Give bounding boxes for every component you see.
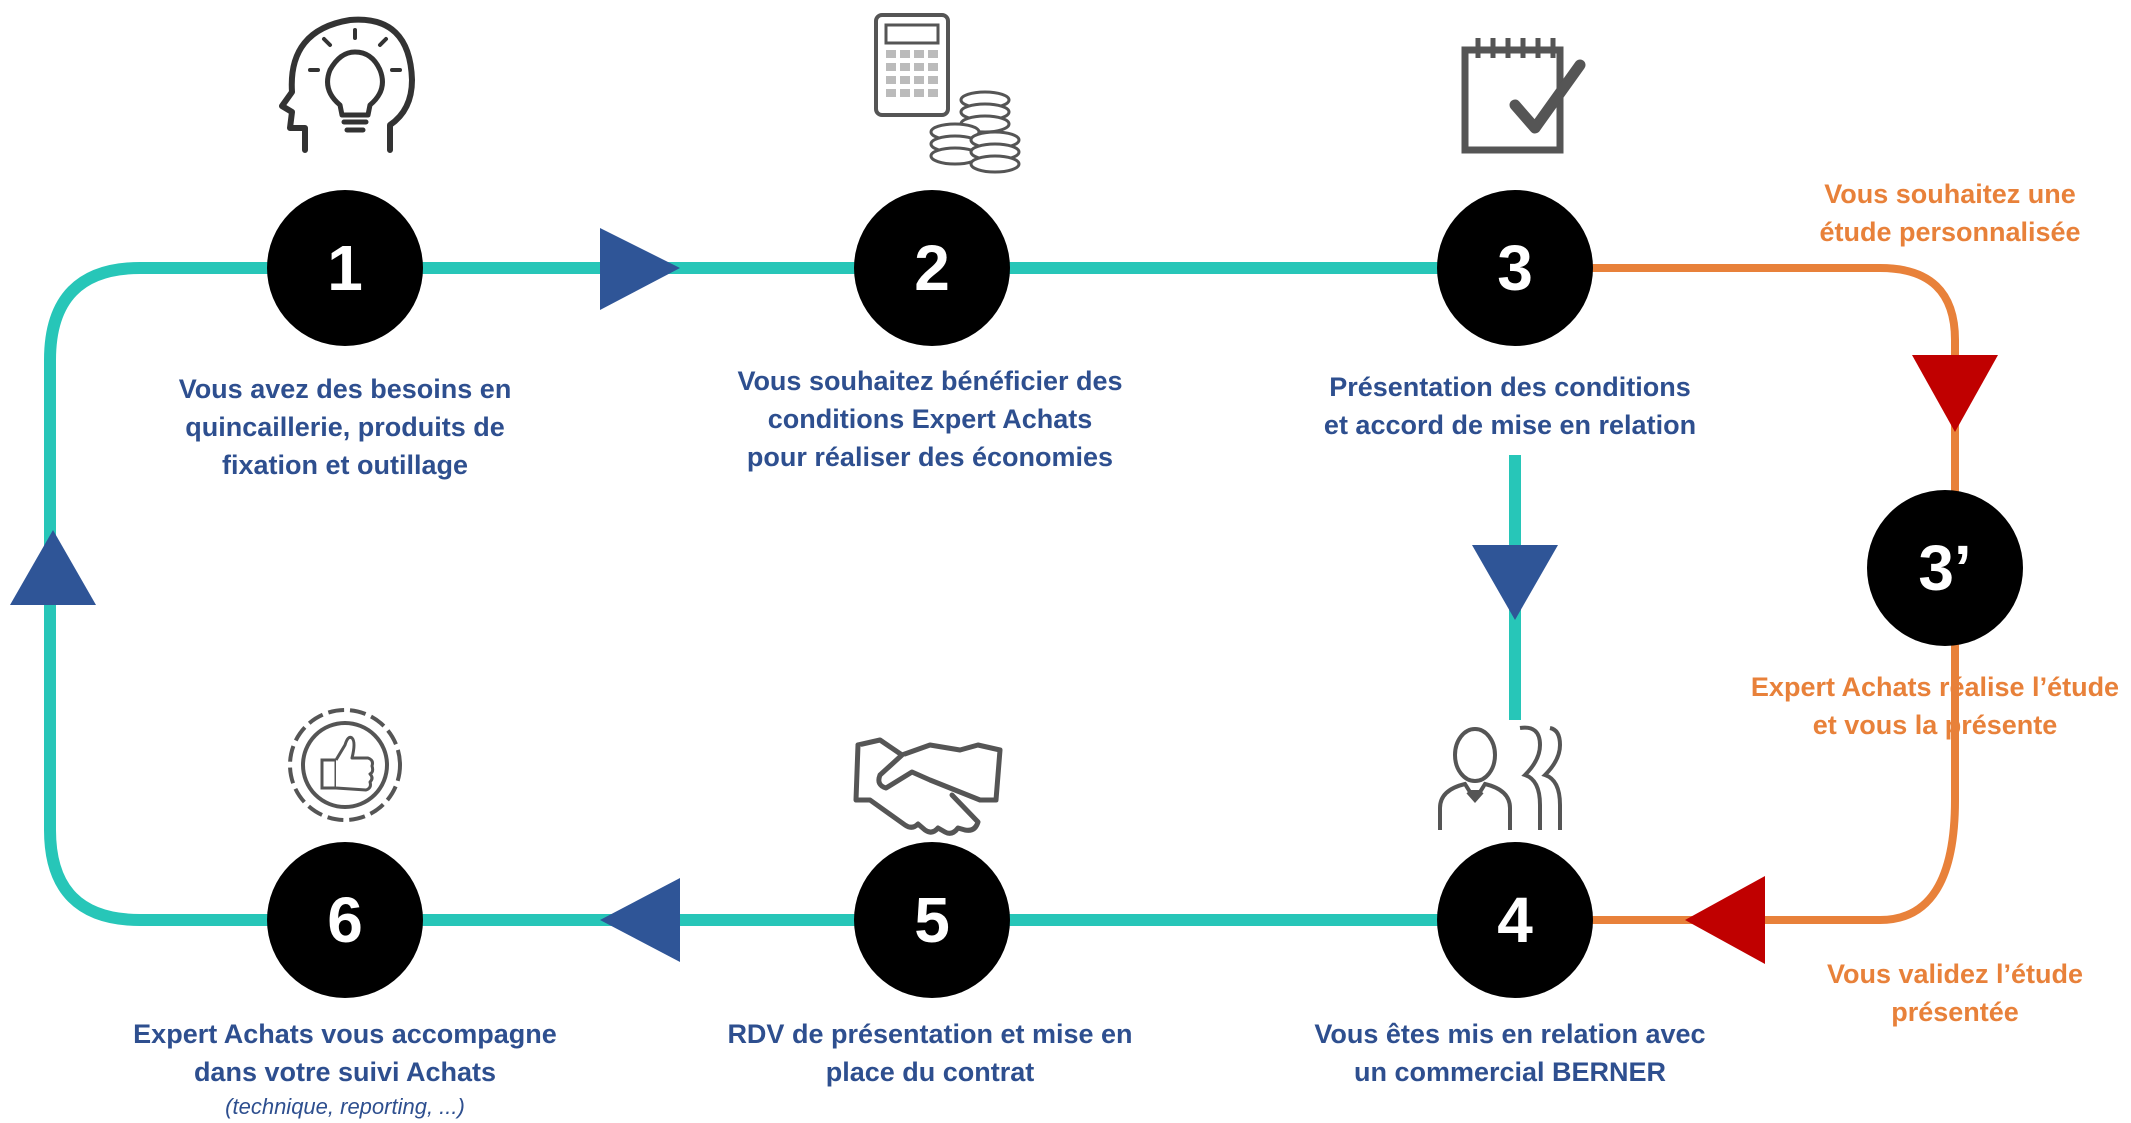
- step-2-number: 2: [914, 232, 950, 304]
- step-3-caption: Présentation des conditions et accord de…: [1290, 368, 1730, 444]
- step-3-circle: 3: [1437, 190, 1593, 346]
- step-4-circle: 4: [1437, 842, 1593, 998]
- caption-line: conditions Expert Achats: [767, 404, 1093, 434]
- checklist-notepad-icon: [1461, 38, 1586, 154]
- step-4-caption: Vous êtes mis en relation avec un commer…: [1280, 1015, 1740, 1091]
- calculator-coins-icon: [874, 13, 1021, 174]
- caption-line: Vous êtes mis en relation avec: [1314, 1019, 1706, 1049]
- arrow-down-red: [1912, 355, 1998, 432]
- caption-line: étude personnalisée: [1819, 217, 2081, 247]
- step-1-circle: 1: [267, 190, 423, 346]
- caption-line: RDV de présentation et mise en: [727, 1019, 1133, 1049]
- step-5-caption: RDV de présentation et mise en place du …: [700, 1015, 1160, 1091]
- step-6-caption: Expert Achats vous accompagne dans votre…: [110, 1015, 580, 1123]
- personalized-study-label: Vous souhaitez une étude personnalisée: [1780, 175, 2120, 251]
- step-2-caption: Vous souhaitez bénéficier des conditions…: [710, 362, 1150, 476]
- lightbulb-head-icon: [279, 16, 415, 153]
- gear-thumbs-up-icon: [288, 708, 402, 822]
- validate-study-label: Vous validez l’étude présentée: [1790, 955, 2120, 1031]
- caption-line: dans votre suivi Achats: [193, 1057, 497, 1087]
- arrow-down-blue: [1472, 545, 1558, 620]
- step-3prime-caption: Expert Achats réalise l’étude et vous la…: [1740, 668, 2130, 744]
- caption-line: place du contrat: [825, 1057, 1035, 1087]
- caption-line: présentée: [1891, 997, 2019, 1027]
- step-3prime-number: 3’: [1918, 532, 1971, 604]
- arrow-left-blue: [600, 878, 680, 962]
- team-people-icon: [1438, 725, 1563, 830]
- step-6-circle: 6: [267, 842, 423, 998]
- caption-line: Expert Achats vous accompagne: [133, 1019, 557, 1049]
- step-5-number: 5: [914, 884, 950, 956]
- caption-line: et accord de mise en relation: [1323, 410, 1697, 440]
- step-3-number: 3: [1497, 232, 1533, 304]
- step-1-caption: Vous avez des besoins en quincaillerie, …: [145, 370, 545, 484]
- step-6-number: 6: [327, 884, 363, 956]
- caption-line: Vous avez des besoins en: [178, 374, 512, 404]
- step-4-number: 4: [1497, 884, 1533, 956]
- caption-line: quincaillerie, produits de: [185, 412, 505, 442]
- caption-line: Expert Achats réalise l’étude: [1750, 672, 2120, 702]
- step-2-circle: 2: [854, 190, 1010, 346]
- caption-line: fixation et outillage: [221, 450, 469, 480]
- handshake-icon: [853, 737, 1003, 836]
- step-1-number: 1: [327, 232, 363, 304]
- step-5-circle: 5: [854, 842, 1010, 998]
- caption-line: Vous souhaitez bénéficier des: [737, 366, 1123, 396]
- arrow-left-red: [1685, 876, 1765, 964]
- caption-line: Vous souhaitez une: [1824, 179, 2076, 209]
- caption-line: un commercial BERNER: [1353, 1057, 1667, 1087]
- caption-line: pour réaliser des économies: [746, 442, 1114, 472]
- step-3prime-circle: 3’: [1867, 490, 2023, 646]
- caption-line: Présentation des conditions: [1329, 372, 1691, 402]
- alternative-path: [1590, 264, 1959, 924]
- arrow-right-blue: [600, 228, 680, 310]
- caption-line: Vous validez l’étude: [1826, 959, 2084, 989]
- caption-line: et vous la présente: [1812, 710, 2058, 740]
- arrow-up-blue: [10, 530, 96, 605]
- caption-note: (technique, reporting, ...): [225, 1094, 465, 1119]
